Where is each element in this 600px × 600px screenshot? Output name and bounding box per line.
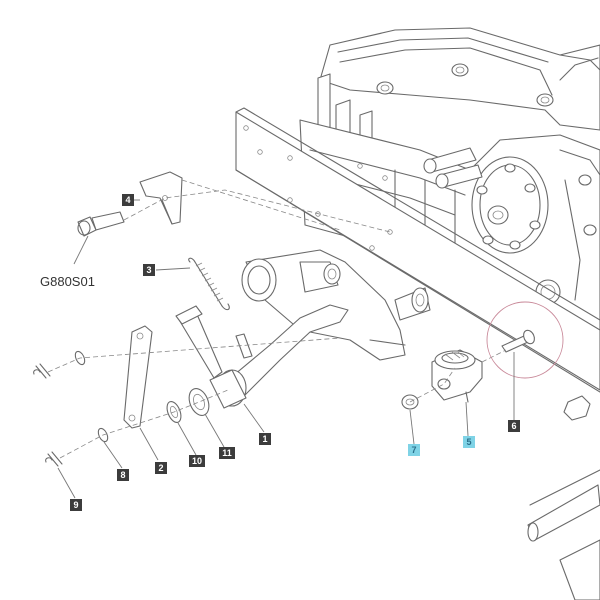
callout-2-label: 2 xyxy=(158,463,163,473)
callout-7[interactable]: 7 xyxy=(408,444,420,456)
callout-5[interactable]: 5 xyxy=(463,436,475,448)
catalog-code-label: G880S01 xyxy=(40,274,95,289)
callout-1-label: 1 xyxy=(262,434,267,444)
callout-7-label: 7 xyxy=(411,445,416,455)
return-spring xyxy=(188,257,230,311)
transmission-housing xyxy=(299,27,600,331)
callout-6[interactable]: 6 xyxy=(508,420,520,432)
pedal-bracket xyxy=(241,249,431,361)
callout-9[interactable]: 9 xyxy=(70,499,82,511)
callout-4[interactable]: 4 xyxy=(122,194,134,206)
callout-3[interactable]: 3 xyxy=(143,264,155,276)
callout-6-label: 6 xyxy=(511,421,516,431)
spring-bracket xyxy=(139,171,183,225)
brake-pedal-lever xyxy=(175,304,349,409)
selection-circle xyxy=(486,301,564,379)
bolt-g880s01 xyxy=(77,211,125,237)
callout-11[interactable]: 11 xyxy=(219,447,235,459)
callout-4-label: 4 xyxy=(125,195,130,205)
clamp-part-5 xyxy=(431,349,483,403)
assembly-lines xyxy=(47,179,507,459)
frame-rail xyxy=(235,107,600,600)
callout-9-label: 9 xyxy=(73,500,78,510)
bolt-part-6 xyxy=(501,329,535,353)
callout-10-label: 10 xyxy=(192,456,202,466)
callout-10[interactable]: 10 xyxy=(189,455,205,467)
callout-5-label: 5 xyxy=(466,437,471,447)
callout-2[interactable]: 2 xyxy=(155,462,167,474)
callout-3-label: 3 xyxy=(146,265,151,275)
callout-8-label: 8 xyxy=(120,470,125,480)
callout-8[interactable]: 8 xyxy=(117,469,129,481)
pedal-link xyxy=(123,325,153,429)
washers xyxy=(166,388,210,423)
leader-lines xyxy=(57,199,515,499)
callout-1[interactable]: 1 xyxy=(259,433,271,445)
cotter-pins xyxy=(33,350,109,467)
callout-11-label: 11 xyxy=(222,448,232,458)
